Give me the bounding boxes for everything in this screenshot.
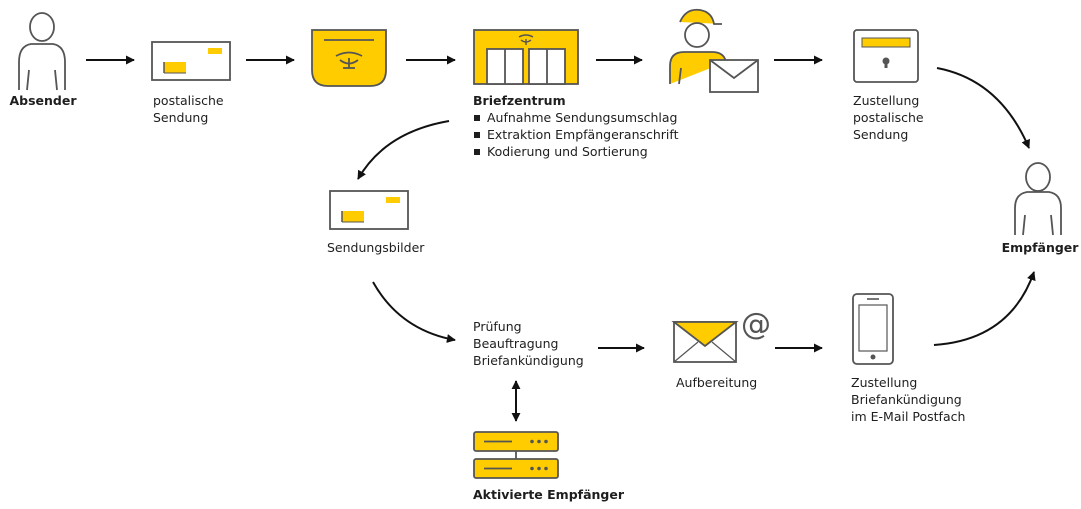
arrow-zustellung-to-empfaenger xyxy=(936,67,1030,149)
briefzentrum-label: Briefzentrum Aufnahme Sendungsumschlag E… xyxy=(473,92,679,160)
pruefung-line-2: Beauftragung xyxy=(473,336,559,351)
briefzentrum-task-list: Aufnahme Sendungsumschlag Extraktion Emp… xyxy=(473,109,679,160)
zustellung-postalisch-label: Zustellung postalische Sendung xyxy=(853,92,924,143)
zustellung-email-line-3: im E-Mail Postfach xyxy=(851,409,966,424)
letterbox-icon xyxy=(853,29,919,83)
zustellung-postalisch-line-3: Sendung xyxy=(853,127,909,142)
pruefung-label: Prüfung Beauftragung Briefankündigung xyxy=(473,318,584,369)
briefzentrum-task-item: Kodierung und Sortierung xyxy=(473,143,679,160)
zustellung-postalisch-line-2: postalische xyxy=(853,110,924,125)
postalische-sendung-line-2: Sendung xyxy=(153,110,209,125)
zustellung-email-line-2: Briefankündigung xyxy=(851,392,962,407)
smartphone-icon xyxy=(852,293,894,365)
aktivierte-empfaenger-label: Aktivierte Empfänger xyxy=(473,487,625,502)
absender-label: Absender xyxy=(9,93,77,108)
arrow-zustellung-email-to-empfaenger xyxy=(933,271,1036,346)
server-icon xyxy=(473,431,559,479)
zustellung-email-line-1: Zustellung xyxy=(851,375,918,390)
arrow-briefzentrum-to-sendungsbilder xyxy=(357,120,450,180)
postalische-sendung-label: postalische Sendung xyxy=(153,92,224,126)
pruefung-line-3: Briefankündigung xyxy=(473,353,584,368)
sendungsbilder-label: Sendungsbilder xyxy=(327,240,425,255)
zustellung-email-label: Zustellung Briefankündigung im E-Mail Po… xyxy=(851,374,965,425)
empfaenger-person-icon xyxy=(1014,162,1062,236)
svg-text:@: @ xyxy=(741,307,771,342)
pruefung-line-1: Prüfung xyxy=(473,319,522,334)
arrow-sendungsbilder-to-pruefung xyxy=(372,281,456,343)
empfaenger-label: Empfänger xyxy=(1001,240,1079,255)
mail-carrier-icon xyxy=(669,8,759,93)
post-mailbox-icon xyxy=(311,29,387,87)
absender-person-icon xyxy=(18,12,66,91)
envelope-icon xyxy=(151,41,231,81)
briefzentrum-task-item: Aufnahme Sendungsumschlag xyxy=(473,109,679,126)
postalische-sendung-line-1: postalische xyxy=(153,93,224,108)
briefzentrum-task-item: Extraktion Empfängeranschrift xyxy=(473,126,679,143)
sorting-center-icon xyxy=(473,29,579,85)
zustellung-postalisch-line-1: Zustellung xyxy=(853,93,920,108)
briefzentrum-title: Briefzentrum xyxy=(473,93,566,108)
aufbereitung-label: Aufbereitung xyxy=(676,375,758,390)
envelope-image-icon xyxy=(329,190,409,230)
email-at-icon: @ xyxy=(671,307,771,363)
